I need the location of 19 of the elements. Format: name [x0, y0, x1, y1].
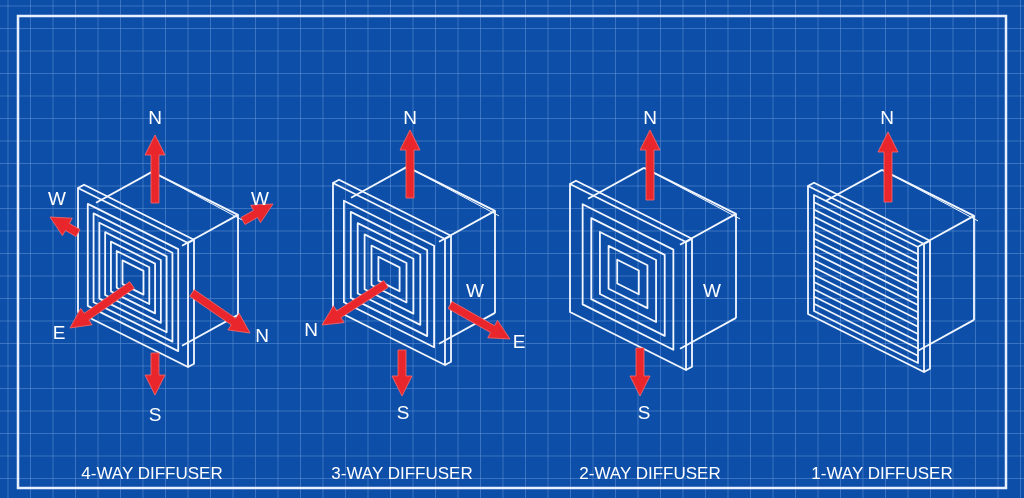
direction-letter: W [703, 280, 721, 300]
direction-letter: N [255, 325, 269, 345]
direction-letter: N [304, 319, 318, 339]
direction-letter: N [403, 107, 417, 127]
direction-letter: W [48, 188, 66, 208]
direction-letter: N [880, 107, 894, 127]
direction-letter: S [148, 404, 162, 424]
diffuser-caption: 3-WAY DIFFUSER [331, 464, 473, 482]
direction-letter: S [396, 402, 410, 422]
direction-letter: N [643, 107, 657, 127]
direction-letter: W [466, 280, 484, 300]
direction-letter: W [251, 188, 269, 208]
direction-letter: E [512, 331, 526, 351]
diffuser-caption: 4-WAY DIFFUSER [81, 464, 223, 482]
direction-letter: N [148, 107, 162, 127]
diffuser-caption: 1-WAY DIFFUSER [811, 464, 953, 482]
direction-letter: S [637, 402, 651, 422]
direction-letter: E [52, 322, 66, 342]
diffuser-caption: 2-WAY DIFFUSER [579, 464, 721, 482]
